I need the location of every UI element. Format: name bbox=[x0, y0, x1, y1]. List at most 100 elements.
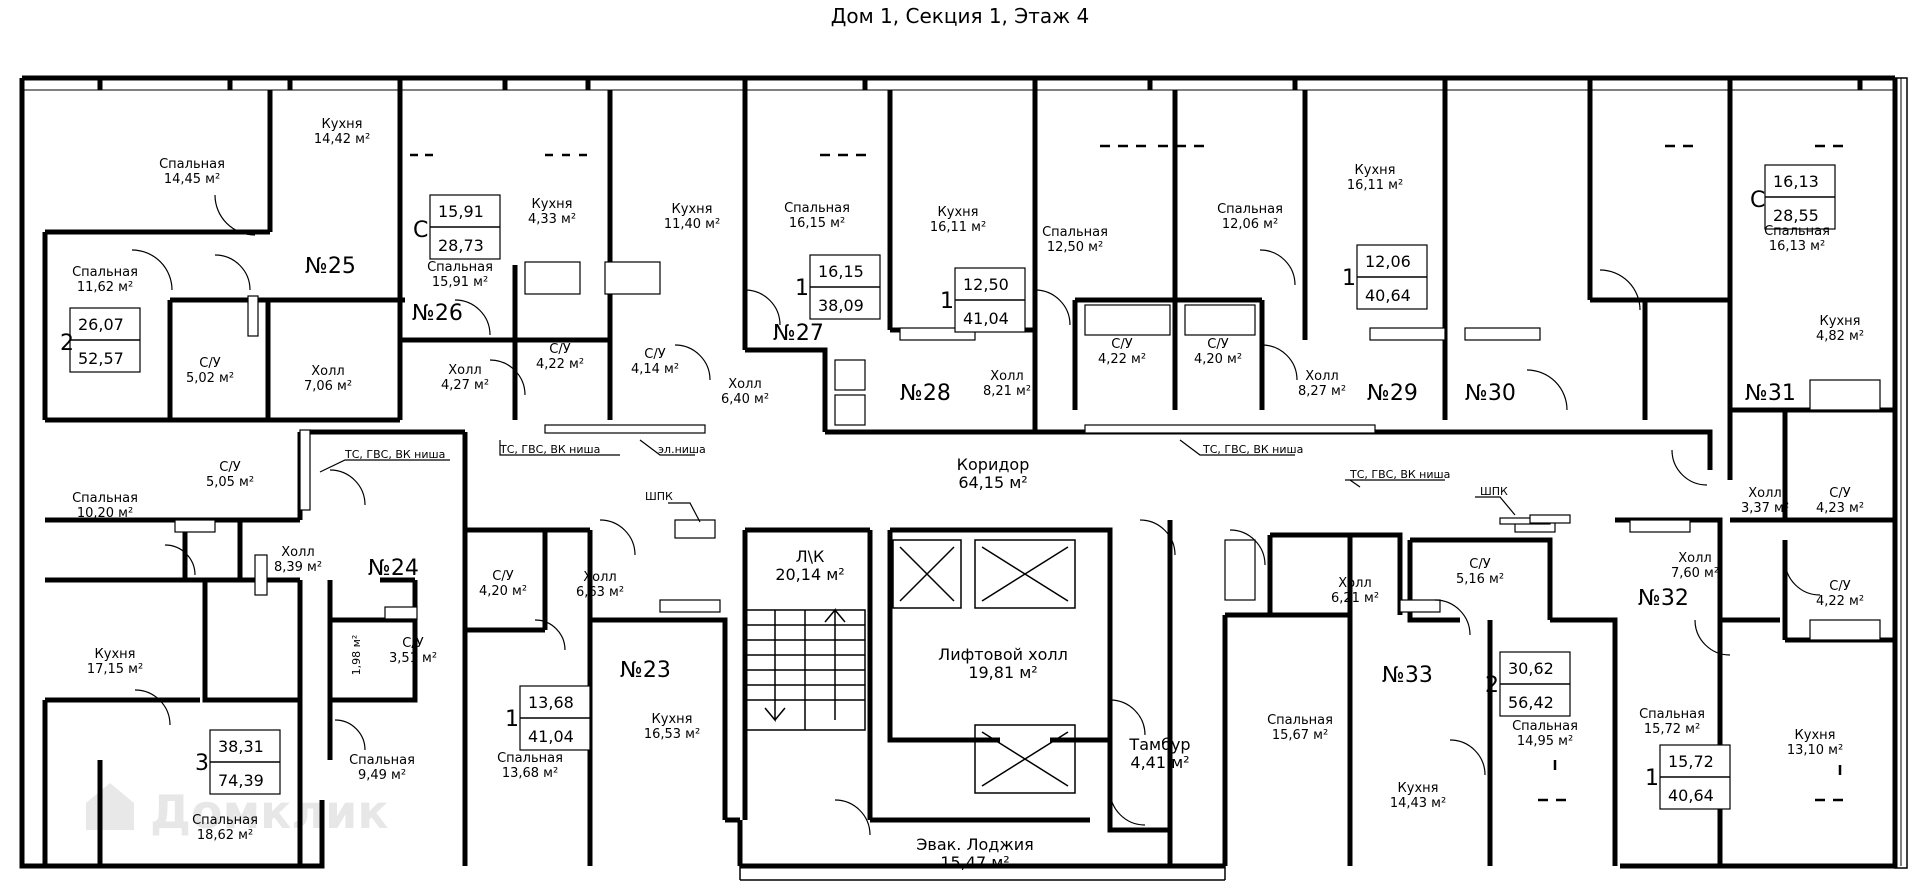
svg-text:Холл: Холл bbox=[1338, 576, 1371, 591]
summary-box: 2 26,07 52,57 bbox=[60, 307, 141, 373]
svg-text:4,22 м²: 4,22 м² bbox=[536, 357, 584, 372]
svg-text:6,21 м²: 6,21 м² bbox=[1331, 591, 1379, 606]
svg-text:14,45 м²: 14,45 м² bbox=[164, 172, 220, 187]
svg-text:2: 2 bbox=[60, 331, 74, 356]
svg-text:Кухня: Кухня bbox=[95, 647, 136, 662]
svg-text:4,33 м²: 4,33 м² bbox=[528, 212, 576, 227]
svg-text:Кухня: Кухня bbox=[1355, 163, 1396, 178]
svg-text:Спальная: Спальная bbox=[72, 265, 138, 280]
svg-text:14,43 м²: 14,43 м² bbox=[1390, 796, 1446, 811]
svg-text:ТС, ГВС, ВК ниша: ТС, ГВС, ВК ниша bbox=[499, 443, 600, 456]
svg-text:30,62: 30,62 bbox=[1508, 659, 1554, 678]
svg-text:9,49 м²: 9,49 м² bbox=[358, 768, 406, 783]
svg-text:С/У: С/У bbox=[1469, 557, 1490, 572]
svg-text:эл.ниша: эл.ниша bbox=[658, 443, 706, 456]
svg-text:Лифтовой холл: Лифтовой холл bbox=[938, 645, 1068, 664]
svg-text:12,06: 12,06 bbox=[1365, 252, 1411, 271]
svg-text:С/У: С/У bbox=[402, 636, 423, 651]
svg-text:Холл: Холл bbox=[311, 364, 344, 379]
apartment-numbers: №25 №26 №27 №28 №29 №30 №31 №24 №23 №33 … bbox=[305, 254, 1796, 688]
svg-text:4,82 м²: 4,82 м² bbox=[1816, 329, 1864, 344]
svg-text:15,91 м²: 15,91 м² bbox=[432, 275, 488, 290]
svg-text:Кухня: Кухня bbox=[672, 202, 713, 217]
apartment-number: №32 bbox=[1638, 586, 1689, 611]
summary-box: 2 30,62 56,42 bbox=[1485, 651, 1571, 717]
apartment-number: №24 bbox=[368, 556, 419, 581]
svg-text:28,55: 28,55 bbox=[1773, 206, 1819, 225]
svg-text:16,13 м²: 16,13 м² bbox=[1769, 239, 1825, 254]
svg-text:3: 3 bbox=[195, 751, 209, 776]
apartment-number: №30 bbox=[1465, 381, 1516, 406]
svg-text:ШПК: ШПК bbox=[1480, 485, 1508, 498]
svg-text:Спальная: Спальная bbox=[159, 157, 225, 172]
svg-text:10,20 м²: 10,20 м² bbox=[77, 506, 133, 521]
svg-text:3,37 м²: 3,37 м² bbox=[1741, 501, 1789, 516]
summary-box: С 16,13 28,55 bbox=[1750, 164, 1836, 230]
svg-text:С: С bbox=[1750, 188, 1765, 213]
svg-text:13,10 м²: 13,10 м² bbox=[1787, 743, 1843, 758]
svg-text:1: 1 bbox=[795, 276, 809, 301]
svg-text:Кухня: Кухня bbox=[1795, 728, 1836, 743]
svg-text:38,09: 38,09 bbox=[818, 296, 864, 315]
svg-text:Кухня: Кухня bbox=[532, 197, 573, 212]
svg-text:14,95 м²: 14,95 м² bbox=[1517, 734, 1573, 749]
svg-text:Спальная: Спальная bbox=[349, 753, 415, 768]
svg-text:ТС, ГВС, ВК ниша: ТС, ГВС, ВК ниша bbox=[1349, 468, 1450, 481]
svg-text:Кухня: Кухня bbox=[652, 712, 693, 727]
svg-text:Холл: Холл bbox=[1748, 486, 1781, 501]
svg-text:19,81 м²: 19,81 м² bbox=[968, 663, 1037, 682]
svg-text:Эвак. Лоджия: Эвак. Лоджия bbox=[916, 835, 1034, 854]
fixtures bbox=[174, 261, 1881, 641]
svg-text:4,20 м²: 4,20 м² bbox=[1194, 352, 1242, 367]
svg-text:15,47 м²: 15,47 м² bbox=[940, 853, 1009, 872]
svg-text:Л\К: Л\К bbox=[796, 547, 825, 566]
svg-text:12,50 м²: 12,50 м² bbox=[1047, 240, 1103, 255]
svg-text:Спальная: Спальная bbox=[1267, 713, 1333, 728]
svg-text:41,04: 41,04 bbox=[963, 309, 1009, 328]
svg-text:2: 2 bbox=[1485, 673, 1499, 698]
svg-text:Спальная: Спальная bbox=[497, 751, 563, 766]
svg-text:ТС, ГВС, ВК ниша: ТС, ГВС, ВК ниша bbox=[1202, 443, 1303, 456]
svg-text:С/У: С/У bbox=[1207, 337, 1228, 352]
svg-text:16,13: 16,13 bbox=[1773, 172, 1819, 191]
svg-text:Холл: Холл bbox=[728, 377, 761, 392]
svg-text:4,20 м²: 4,20 м² bbox=[479, 584, 527, 599]
svg-text:С/У: С/У bbox=[199, 356, 220, 371]
svg-text:Спальная: Спальная bbox=[1764, 224, 1830, 239]
svg-text:13,68: 13,68 bbox=[528, 693, 574, 712]
svg-text:11,62 м²: 11,62 м² bbox=[77, 280, 133, 295]
svg-text:7,06 м²: 7,06 м² bbox=[304, 379, 352, 394]
svg-text:ТС, ГВС, ВК ниша: ТС, ГВС, ВК ниша bbox=[344, 448, 445, 461]
window-marks bbox=[410, 144, 1843, 802]
apartment-number: №31 bbox=[1745, 381, 1796, 406]
svg-text:40,64: 40,64 bbox=[1668, 786, 1714, 805]
svg-text:С/У: С/У bbox=[492, 569, 513, 584]
svg-text:Холл: Холл bbox=[448, 363, 481, 378]
svg-text:15,72 м²: 15,72 м² bbox=[1644, 722, 1700, 737]
summary-box: 3 38,31 74,39 bbox=[195, 729, 281, 795]
elevators bbox=[892, 539, 1076, 794]
svg-text:Спальная: Спальная bbox=[1217, 202, 1283, 217]
annotations: ТС, ГВС, ВК ниша ТС, ГВС, ВК ниша эл.ниш… bbox=[319, 439, 1516, 523]
svg-text:Спальная: Спальная bbox=[72, 491, 138, 506]
svg-text:8,27 м²: 8,27 м² bbox=[1298, 384, 1346, 399]
apartment-number: №25 bbox=[305, 254, 356, 279]
svg-text:С/У: С/У bbox=[1111, 337, 1132, 352]
svg-text:17,15 м²: 17,15 м² bbox=[87, 662, 143, 677]
svg-text:6,63 м²: 6,63 м² bbox=[576, 585, 624, 600]
svg-text:Спальная: Спальная bbox=[427, 260, 493, 275]
svg-text:1: 1 bbox=[940, 289, 954, 314]
svg-text:18,62 м²: 18,62 м² bbox=[197, 828, 253, 843]
svg-text:8,21 м²: 8,21 м² bbox=[983, 384, 1031, 399]
svg-text:13,68 м²: 13,68 м² bbox=[502, 766, 558, 781]
svg-text:15,67 м²: 15,67 м² bbox=[1272, 728, 1328, 743]
svg-text:12,50: 12,50 bbox=[963, 275, 1009, 294]
svg-text:20,14 м²: 20,14 м² bbox=[775, 565, 844, 584]
svg-text:Холл: Холл bbox=[1678, 551, 1711, 566]
apartment-number: №26 bbox=[412, 301, 463, 326]
house-icon bbox=[86, 783, 134, 830]
svg-text:Тамбур: Тамбур bbox=[1128, 735, 1190, 754]
svg-text:8,39 м²: 8,39 м² bbox=[274, 560, 322, 575]
svg-text:4,23 м²: 4,23 м² bbox=[1816, 501, 1864, 516]
